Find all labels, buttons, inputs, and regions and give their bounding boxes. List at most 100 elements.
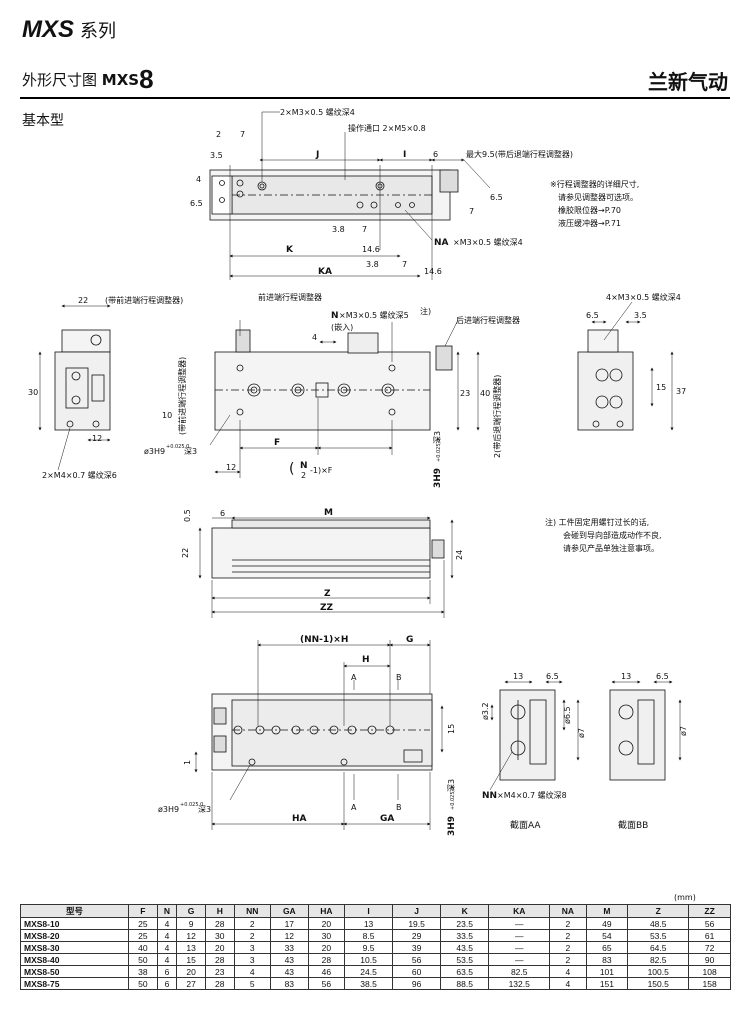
hole-left-depth: 深3: [184, 447, 197, 456]
dim-30: 30: [28, 388, 38, 397]
table-unit: (mm): [674, 893, 696, 902]
table-cell: 28: [204, 953, 235, 966]
heading-prefix: 外形尺寸图: [22, 71, 98, 89]
table-cell: 151: [585, 977, 629, 990]
top-view-labels: 2×M3×0.5 螺纹深4 操作通口 2×M5×0.8 最大9.5(带后退端行程…: [190, 107, 573, 277]
dimension-table: 型号 F N G H NN GA HA I J K KA NA M Z ZZ M…: [19, 904, 731, 990]
model-cell: MXS8-10: [19, 917, 130, 930]
dim-6-5aa: 6.5: [546, 672, 559, 681]
table-cell: 2: [233, 917, 271, 930]
dim-J: J: [315, 150, 319, 160]
dim-6-5fr: 6.5: [586, 311, 599, 320]
front-right-dims: [591, 301, 674, 431]
table-cell: 9: [176, 917, 206, 930]
table-cell: 4: [156, 917, 178, 930]
table-cell: 54: [585, 929, 629, 942]
table-cell: 6: [156, 977, 178, 990]
adjuster-note-line: 液压缓冲器→P.71: [558, 219, 622, 228]
series-label: 系列: [80, 21, 117, 42]
table-cell: 3: [233, 953, 271, 966]
table-cell: 25: [128, 917, 158, 930]
table-cell: 17: [269, 917, 309, 930]
table-cell: 27: [176, 977, 206, 990]
callout-n-note: 注): [420, 306, 431, 316]
table-cell: 50: [128, 953, 158, 966]
dim-HA: HA: [292, 814, 307, 824]
dim-Z: Z: [324, 589, 331, 599]
table-cell: 43: [269, 953, 309, 966]
table-cell: 4: [233, 965, 271, 978]
table-cell: 2: [549, 941, 587, 954]
dim-4: 4: [196, 175, 201, 184]
col-header: Z: [627, 904, 690, 918]
front-center-view: [214, 329, 453, 431]
right-hole: 3H9: [433, 468, 443, 488]
section-bb-labels: 13 6.5 ø7 截面BB: [618, 672, 688, 831]
table-cell: —: [488, 929, 551, 942]
dim-24: 24: [455, 550, 464, 560]
side-view: [211, 519, 445, 579]
table-cell: 20: [204, 941, 235, 954]
screw-note-line: 请参见产品单独注意事项。: [563, 544, 659, 553]
table-cell: 46: [307, 965, 346, 978]
table-cell: 56: [688, 917, 731, 930]
table-cell: 29: [392, 929, 442, 942]
table-cell: 30: [204, 929, 235, 942]
callout-nn-bold: NN: [482, 791, 497, 801]
table-cell: 33.5: [440, 929, 490, 942]
dim-d3-2: ø3.2: [481, 702, 490, 720]
type-label: 基本型: [22, 113, 64, 129]
right-hole-depth-b: 深3: [447, 779, 456, 792]
table-cell: 96: [392, 977, 442, 990]
dim-7: 7: [240, 130, 245, 139]
dim-H: H: [362, 655, 370, 665]
model-cell: MXS8-50: [19, 965, 130, 978]
header-rule: [20, 97, 730, 99]
top-view-dims: [229, 111, 491, 280]
table-cell: 2: [549, 953, 587, 966]
col-header: M: [585, 904, 629, 918]
table-cell: 4: [156, 929, 178, 942]
table-cell: 28: [204, 917, 235, 930]
hole-left-depth-b: 深3: [198, 805, 211, 814]
bottom-view-labels: (NN-1)×H G H A B 15 1 A B HA GA ø3H9 +0.…: [158, 635, 457, 836]
formula-n: N: [300, 461, 308, 471]
dim-3-8b: 3.8: [366, 260, 379, 269]
table-cell: 15: [176, 953, 206, 966]
table-cell: 108: [688, 965, 731, 978]
section-aa-title: 截面AA: [510, 819, 541, 831]
table-cell: 64.5: [627, 941, 690, 954]
model-cell: MXS8-75: [19, 977, 130, 990]
table-cell: 8.5: [344, 929, 394, 942]
dim-K: K: [286, 245, 294, 255]
table-cell: 5: [233, 977, 271, 990]
section-aa-labels: 13 6.5 ø3.2 ø6.5 ø7 NN ×M4×0.7 螺纹深8 截面AA: [481, 672, 586, 831]
table-cell: 28: [204, 977, 235, 990]
table-cell: 4: [549, 977, 587, 990]
dim-3-5: 3.5: [210, 151, 223, 160]
table-cell: 65: [585, 941, 629, 954]
top-callout-tap: 2×M3×0.5 螺纹深4: [280, 107, 355, 117]
table-cell: 2: [549, 929, 587, 942]
table-cell: 60: [392, 965, 442, 978]
right-hole-b: 3H9: [447, 816, 457, 836]
front-center-labels: 前进端行程调整器 后进端行程调整器 N ×M3×0.5 螺纹深5 注) (嵌入)…: [144, 292, 520, 488]
top-view: [209, 169, 459, 221]
col-header: HA: [307, 904, 346, 918]
table-cell: 24.5: [344, 965, 394, 978]
table-cell: 132.5: [488, 977, 551, 990]
dim-d6-5: ø6.5: [563, 706, 572, 724]
dim-6-5r: 6.5: [490, 193, 503, 202]
hole-left-tol-b: +0.025 0: [180, 802, 203, 808]
table-cell: 72: [688, 941, 731, 954]
rear-adj-label: 后进端行程调整器: [456, 315, 520, 325]
heading-model: MXS: [101, 71, 140, 89]
callout-n-bold: N: [331, 311, 339, 321]
formula-2: 2: [301, 471, 306, 480]
screw-note-line: 会碰到导向部造成动作不良,: [563, 531, 662, 540]
dim-13aa: 13: [513, 672, 523, 681]
